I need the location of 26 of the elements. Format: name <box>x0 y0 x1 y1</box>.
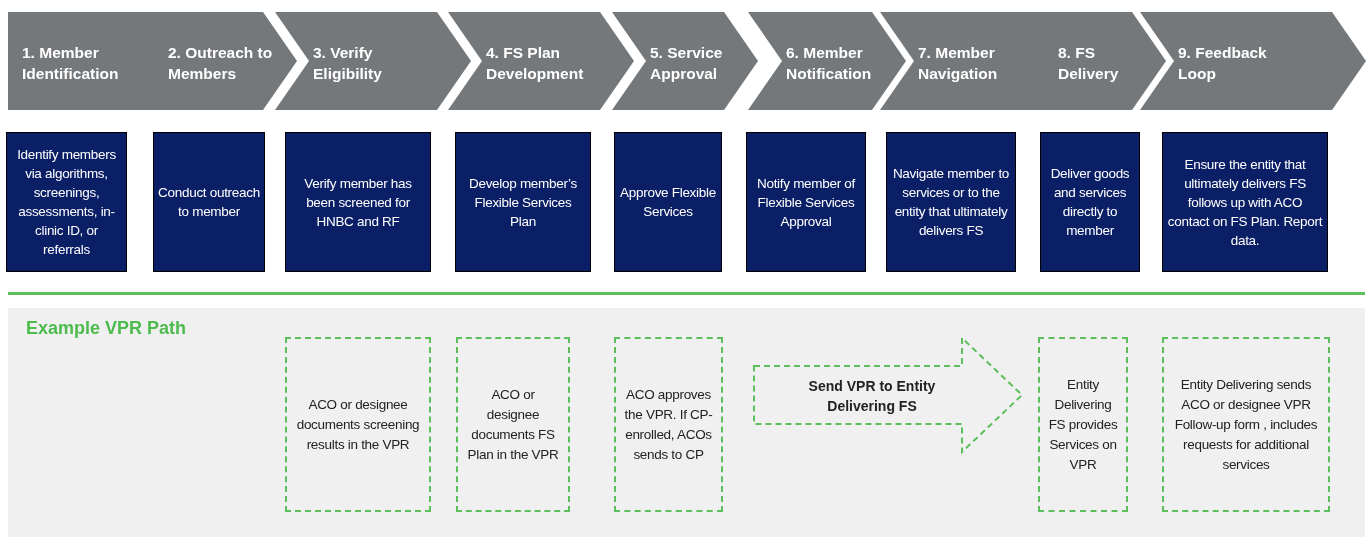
step-description: Approve Flexible Services <box>614 132 722 272</box>
step-title: 3. Verify Eligibility <box>313 43 383 84</box>
step-title: 2. Outreach to Members <box>168 43 274 84</box>
step-description: Conduct outreach to member <box>153 132 265 272</box>
vpr-step-card: ACO or designee documents FS Plan in the VPR <box>456 337 570 512</box>
step-title: 6. Member Notification <box>786 43 873 84</box>
step-description: Ensure the entity that ultimately delivers FS follows up with ACO contact on FS Plan. Report data. <box>1162 132 1328 272</box>
arrow-label: Send VPR to Entity Delivering FS <box>807 377 937 416</box>
step-description: Develop member’s Flexible Services Plan <box>455 132 591 272</box>
step-title: 8. FS Delivery <box>1058 43 1120 84</box>
step-title: 7. Member Navigation <box>918 43 999 84</box>
step-title: 9. Feedback Loop <box>1178 43 1268 84</box>
panel-heading: Example VPR Path <box>26 318 187 339</box>
example-panel <box>8 308 1365 537</box>
step-title: 5. Service Approval <box>650 43 724 84</box>
step-description: Deliver goods and services directly to member <box>1040 132 1140 272</box>
vpr-step-card: Entity Delivering FS provides Services on VPR <box>1038 337 1128 512</box>
vpr-step-card: ACO approves the VPR. If CP-enrolled, ACOs sends to CP <box>614 337 723 512</box>
step-description: Notify member of Flexible Services Approval <box>746 132 866 272</box>
vpr-step-card: Entity Delivering sends ACO or designee VPR Follow-up form , includes requests for additional services <box>1162 337 1330 512</box>
step-description: Identify members via algorithms, screenings, assessments, in-clinic ID, or referrals <box>6 132 127 272</box>
step-description: Verify member has been screened for HNBC and RF <box>285 132 431 272</box>
step-title: 4. FS Plan Development <box>486 43 585 84</box>
step-description: Navigate member to services or to the entity that ultimately delivers FS <box>886 132 1016 272</box>
step-title: 1. Member Identification <box>22 43 120 84</box>
vpr-step-card: ACO or designee documents screening results in the VPR <box>285 337 431 512</box>
